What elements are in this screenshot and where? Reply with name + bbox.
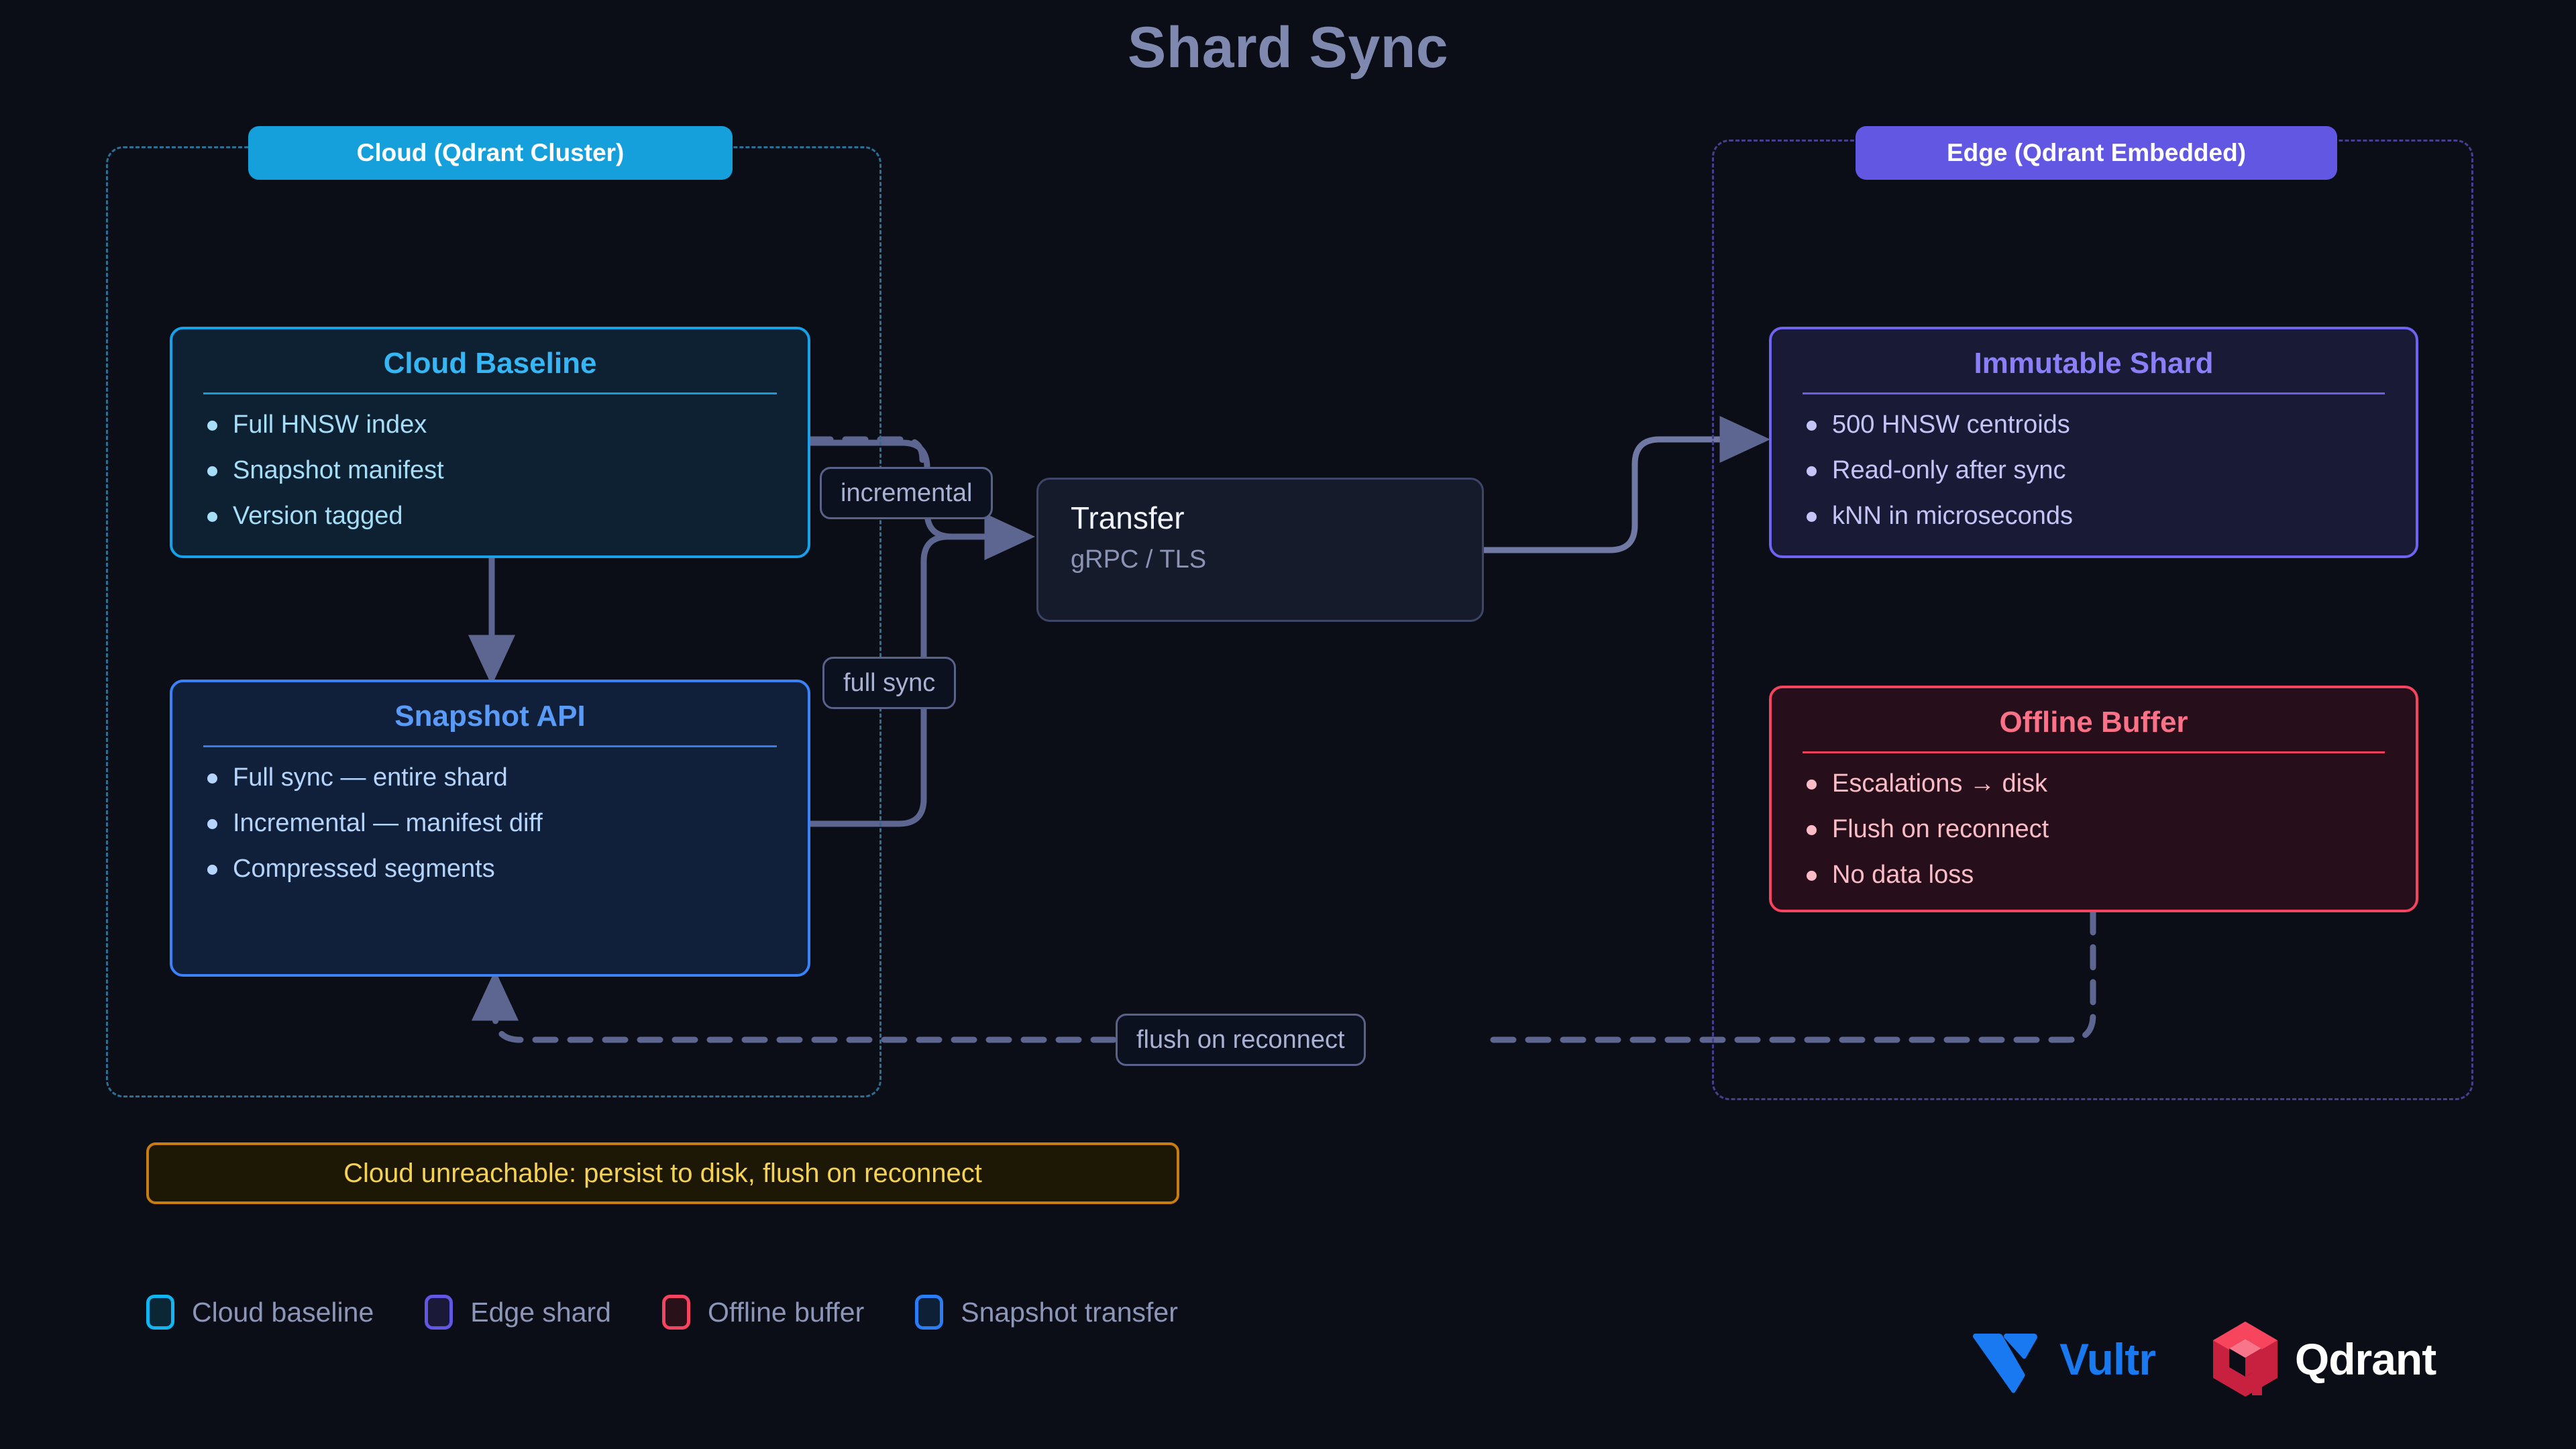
list-item: Version tagged [203, 503, 777, 529]
wire-flush-to-snapshot [471, 970, 1117, 1043]
legend: Cloud baseline Edge shard Offline buffer… [146, 1295, 1178, 1330]
list-item: Snapshot manifest [203, 458, 777, 483]
card-cloud-baseline-list: Full HNSW index Snapshot manifest Versio… [203, 412, 777, 529]
card-offline-buffer-list: Escalations → disk Flush on reconnect No… [1803, 771, 2385, 888]
legend-label: Offline buffer [707, 1296, 865, 1328]
logo-qdrant-wordmark: Qdrant [2294, 1334, 2436, 1384]
list-item: Full sync — entire shard [203, 765, 777, 790]
legend-item-offline-buffer: Offline buffer [661, 1295, 865, 1330]
page-title: Shard Sync [1127, 15, 1449, 80]
edge-label-full-sync: full sync [822, 657, 957, 709]
list-item: Flush on reconnect [1803, 816, 2385, 842]
legend-label: Snapshot transfer [961, 1296, 1178, 1328]
card-snapshot-api-list: Full sync — entire shard Incremental — m… [203, 765, 777, 881]
card-divider [203, 745, 777, 747]
legend-swatch-icon [915, 1295, 944, 1330]
card-divider [203, 392, 777, 394]
zone-cloud-badge: Cloud (Qdrant Cluster) [248, 126, 733, 180]
list-item: Read-only after sync [1803, 458, 2385, 483]
node-transfer-title: Transfer [1071, 500, 1185, 535]
node-transfer-subtitle: gRPC / TLS [1071, 545, 1207, 574]
legend-label: Cloud baseline [192, 1296, 374, 1328]
list-item: Compressed segments [203, 856, 777, 881]
logo-vultr-wordmark: Vultr [2059, 1334, 2156, 1384]
card-immutable-shard-list: 500 HNSW centroids Read-only after sync … [1803, 412, 2385, 529]
legend-swatch-icon [425, 1295, 453, 1330]
list-item: Escalations → disk [1803, 771, 2385, 796]
list-item: Full HNSW index [203, 412, 777, 437]
wire-baseline-dashed-stub [807, 436, 926, 481]
card-divider [1803, 751, 2385, 753]
card-offline-buffer[interactable]: Offline Buffer Escalations → disk Flush … [1769, 686, 2418, 912]
qdrant-mark-icon [2212, 1322, 2277, 1397]
card-snapshot-api-title: Snapshot API [394, 700, 586, 733]
logo-vultr: Vultr [1972, 1324, 2156, 1394]
card-divider [1803, 392, 2385, 394]
logo-bar: Vultr Qdrant [1972, 1320, 2436, 1398]
zone-edge-badge: Edge (Qdrant Embedded) [1856, 126, 2337, 180]
legend-swatch-icon [146, 1295, 174, 1330]
card-offline-buffer-title: Offline Buffer [1999, 706, 2188, 739]
edge-label-flush-on-reconnect: flush on reconnect [1116, 1014, 1366, 1066]
card-cloud-baseline[interactable]: Cloud Baseline Full HNSW index Snapshot … [170, 327, 810, 558]
warning-banner: Cloud unreachable: persist to disk, flus… [146, 1142, 1179, 1204]
card-snapshot-api[interactable]: Snapshot API Full sync — entire shard In… [170, 680, 810, 977]
zone-edge [1712, 140, 2473, 1100]
edge-label-incremental: incremental [820, 467, 994, 519]
legend-label: Edge shard [470, 1296, 611, 1328]
list-item: 500 HNSW centroids [1803, 412, 2385, 437]
wire-transfer-to-immutable [1484, 415, 1770, 553]
list-item: No data loss [1803, 862, 2385, 888]
list-item: kNN in microseconds [1803, 503, 2385, 529]
card-immutable-shard[interactable]: Immutable Shard 500 HNSW centroids Read-… [1769, 327, 2418, 558]
card-cloud-baseline-title: Cloud Baseline [383, 347, 597, 380]
logo-qdrant: Qdrant [2210, 1320, 2436, 1398]
vultr-mark-icon [1972, 1333, 2037, 1393]
list-item: Incremental — manifest diff [203, 810, 777, 836]
legend-item-edge-shard: Edge shard [425, 1295, 611, 1330]
node-transfer[interactable]: Transfer gRPC / TLS [1036, 478, 1484, 622]
wire-offline-to-snapshot [1489, 909, 2096, 1043]
card-immutable-shard-title: Immutable Shard [1974, 347, 2214, 380]
legend-item-snapshot-transfer: Snapshot transfer [915, 1295, 1178, 1330]
legend-swatch-icon [661, 1295, 690, 1330]
legend-item-cloud-baseline: Cloud baseline [146, 1295, 374, 1330]
